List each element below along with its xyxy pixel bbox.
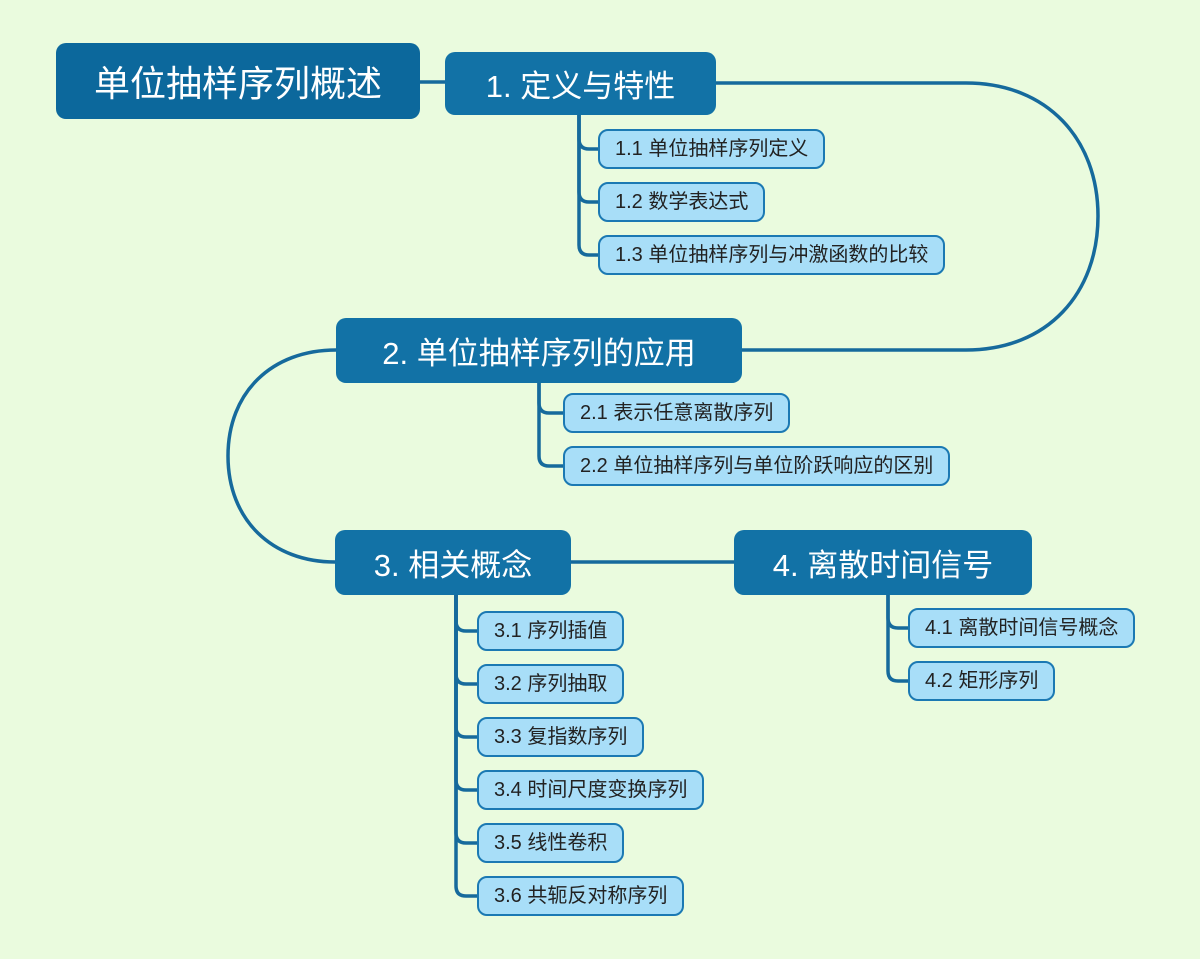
edge-branch3-child2 — [454, 593, 479, 686]
edge-branch3-child4 — [454, 593, 479, 792]
root-topic[interactable]: 单位抽样序列概述 — [56, 43, 420, 119]
edge-branch4-child1 — [886, 593, 910, 630]
edge-branch4-child2 — [886, 593, 910, 683]
topic-1-1[interactable]: 1.1 单位抽样序列定义 — [598, 129, 826, 169]
topic-3-4[interactable]: 3.4 时间尺度变换序列 — [477, 770, 705, 810]
topic-2-2[interactable]: 2.2 单位抽样序列与单位阶跃响应的区别 — [563, 446, 951, 486]
edge-branch2-branch3 — [226, 348, 338, 564]
topic-1-2[interactable]: 1.2 数学表达式 — [598, 182, 766, 222]
edge-branch3-child6 — [454, 593, 479, 898]
edge-branch3-child1 — [454, 593, 479, 633]
topic-3-1[interactable]: 3.1 序列插值 — [477, 611, 625, 651]
edge-branch1-child2 — [577, 113, 600, 204]
topic-4-2[interactable]: 4.2 矩形序列 — [908, 661, 1056, 701]
topic-2-1[interactable]: 2.1 表示任意离散序列 — [563, 393, 791, 433]
topic-3-3[interactable]: 3.3 复指数序列 — [477, 717, 645, 757]
edge-branch1-child1 — [577, 113, 600, 151]
topic-4-1[interactable]: 4.1 离散时间信号概念 — [908, 608, 1136, 648]
branch-4[interactable]: 4. 离散时间信号 — [734, 530, 1032, 595]
branch-2[interactable]: 2. 单位抽样序列的应用 — [336, 318, 742, 383]
topic-1-3[interactable]: 1.3 单位抽样序列与冲激函数的比较 — [598, 235, 946, 275]
edge-branch1-child3 — [577, 113, 600, 257]
edge-branch1-branch2 — [714, 81, 1100, 352]
topic-3-6[interactable]: 3.6 共轭反对称序列 — [477, 876, 685, 916]
edge-branch3-child3 — [454, 593, 479, 739]
branch-3[interactable]: 3. 相关概念 — [335, 530, 571, 595]
topic-3-5[interactable]: 3.5 线性卷积 — [477, 823, 625, 863]
edge-branch2-child1 — [537, 381, 565, 415]
branch-1[interactable]: 1. 定义与特性 — [445, 52, 716, 115]
topic-3-2[interactable]: 3.2 序列抽取 — [477, 664, 625, 704]
edge-branch2-child2 — [537, 381, 565, 468]
